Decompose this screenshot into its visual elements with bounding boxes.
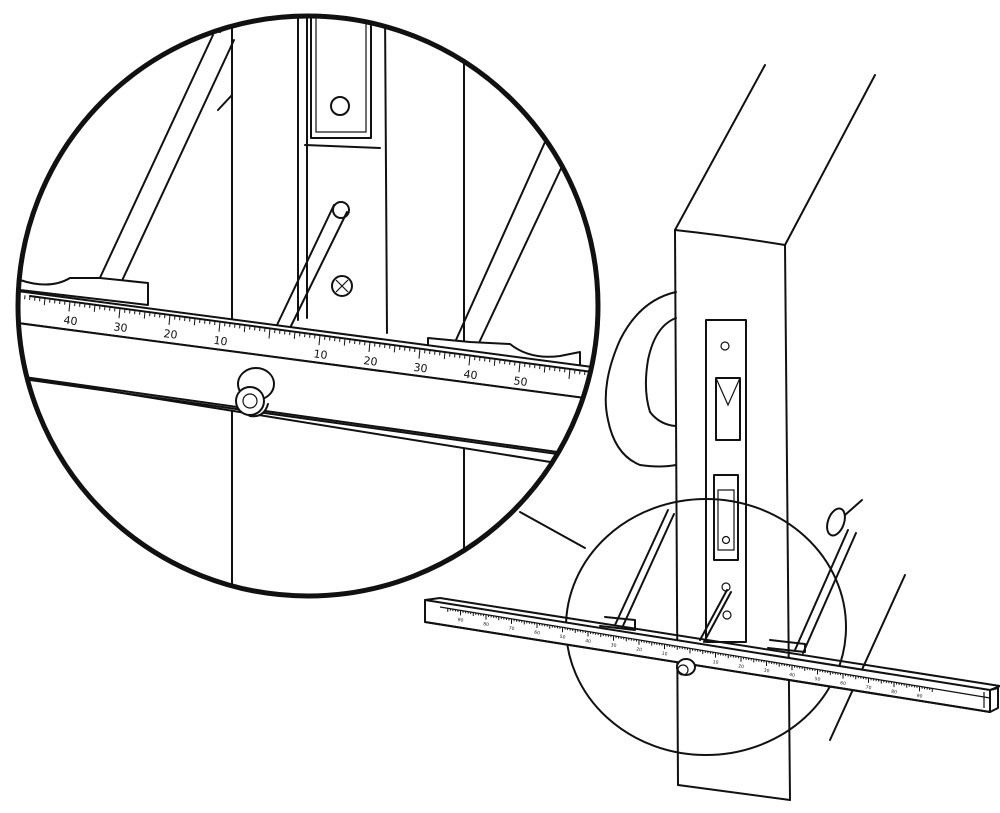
- zoom-tick: [418, 348, 421, 359]
- zoom-scale-label: 40: [63, 314, 79, 329]
- zoom-bar-front: [18, 321, 598, 471]
- small-scale-label: 50: [559, 634, 566, 641]
- small-scale-label: 30: [763, 668, 770, 675]
- zoom-foot-left: [19, 277, 149, 306]
- zoom-tick: [593, 372, 596, 380]
- zoom-tick: [393, 345, 396, 353]
- zoom-tick: [293, 331, 296, 339]
- zoom-tick: [518, 362, 521, 373]
- zoom-connector: [519, 511, 586, 549]
- door-top-edge-left: [674, 64, 766, 231]
- zoom-tick: [493, 358, 496, 366]
- faceplate-screw-bottom-icon: [722, 610, 732, 620]
- zoom-scale-label: 10: [313, 347, 329, 362]
- zoom-bar-bottom: [18, 374, 598, 459]
- frame-line: [829, 574, 906, 741]
- deadbolt-hole-icon: [721, 535, 731, 545]
- small-scale-label: 50: [814, 676, 821, 683]
- zoom-tick: [343, 338, 346, 346]
- zoom-scale-label: 30: [113, 320, 129, 335]
- zoom-scale-label: 40: [463, 368, 479, 383]
- small-scale-label: 20: [636, 646, 643, 653]
- door-top-face: [674, 229, 786, 246]
- zoom-tick: [93, 304, 96, 312]
- small-scale-label: 60: [534, 630, 541, 637]
- zoom-scale-ticks: 40 30 20 10 10 20 30 40 50: [18, 294, 596, 389]
- door-handle-icon: [604, 291, 677, 468]
- zoom-tick: [193, 318, 196, 326]
- small-scale-ticks: 90 80 70 60 50 40 30 20 10 10 20 30 40 50 60 70 80 90: [447, 608, 933, 700]
- small-scale-label: 60: [840, 680, 847, 687]
- zoom-rod-center: [276, 204, 335, 326]
- zoom-scale-label: 20: [363, 354, 379, 369]
- gauge-bar-small: 90 80 70 60 50 40 30 20 10 10 20 30 40 50 60 70 80 90: [424, 597, 1000, 713]
- zoom-tick: [168, 314, 171, 325]
- small-scale-label: 40: [789, 672, 796, 679]
- zoom-scale-label: 10: [213, 334, 229, 349]
- latch-bolt: [715, 377, 741, 441]
- small-scale-label: 10: [661, 651, 668, 658]
- door-top-edge-right: [784, 74, 876, 246]
- rod-knob-icon: [826, 507, 846, 537]
- zoom-tick: [68, 301, 71, 312]
- zoom-ruler-top: [18, 289, 598, 401]
- small-scale-baseline: [439, 606, 991, 699]
- zoom-tick: [443, 352, 446, 360]
- door-bottom: [677, 784, 791, 801]
- zoom-detail: 40 30 20 10 10 20 30 40 50: [15, 13, 601, 599]
- zoom-tick: [368, 341, 371, 352]
- zoom-spindle-hole-icon: [332, 201, 350, 219]
- rod-right-small: [794, 529, 849, 651]
- small-scale-label: 40: [585, 638, 592, 645]
- zoom-tick: [543, 365, 546, 373]
- zoom-rod-right: [455, 141, 546, 341]
- deadbolt: [713, 474, 739, 561]
- small-scale-label: 80: [483, 621, 490, 628]
- zoom-tick: [118, 308, 121, 319]
- rod-left-small: [614, 509, 669, 626]
- door-overview: 90 80 70 60 50 40 30 20 10 10 20 30 40 50 60 70 80 90: [424, 64, 1000, 801]
- zoom-tick: [568, 368, 571, 379]
- zoom-tick: [43, 297, 46, 306]
- zoom-deadbolt-hole-icon: [330, 96, 350, 116]
- zoom-tick: [468, 355, 471, 366]
- zoom-circle-border: [15, 13, 601, 599]
- zoom-scale-label: 50: [513, 374, 529, 389]
- small-scale-label: 70: [508, 625, 515, 632]
- door-handle-inner: [644, 317, 677, 427]
- zoom-tick: [143, 311, 146, 319]
- zoom-rod-left: [97, 34, 214, 283]
- zoom-scale-label: 30: [413, 361, 429, 376]
- zoom-deadbolt-recess: [310, 16, 372, 139]
- rod-center-small: [699, 589, 728, 641]
- small-scale-label: 10: [712, 659, 719, 666]
- small-scale-label: 70: [865, 684, 872, 691]
- gauge-pin-icon: [676, 658, 696, 676]
- door-edge-left: [674, 229, 679, 786]
- zoom-tick: [218, 321, 221, 332]
- faceplate-screw-top-icon: [720, 341, 730, 351]
- zoom-tick: [243, 324, 246, 333]
- small-scale-label: 90: [916, 693, 923, 700]
- small-scale-label: 20: [738, 663, 745, 670]
- zoom-screw-icon: [331, 275, 353, 297]
- small-scale-label: 80: [891, 689, 898, 696]
- small-scale-label: 90: [457, 617, 464, 624]
- zoom-scale-label: 20: [163, 327, 179, 342]
- small-scale-label: 30: [610, 642, 617, 649]
- zoom-tick: [318, 335, 321, 346]
- zoom-tick: [268, 328, 271, 339]
